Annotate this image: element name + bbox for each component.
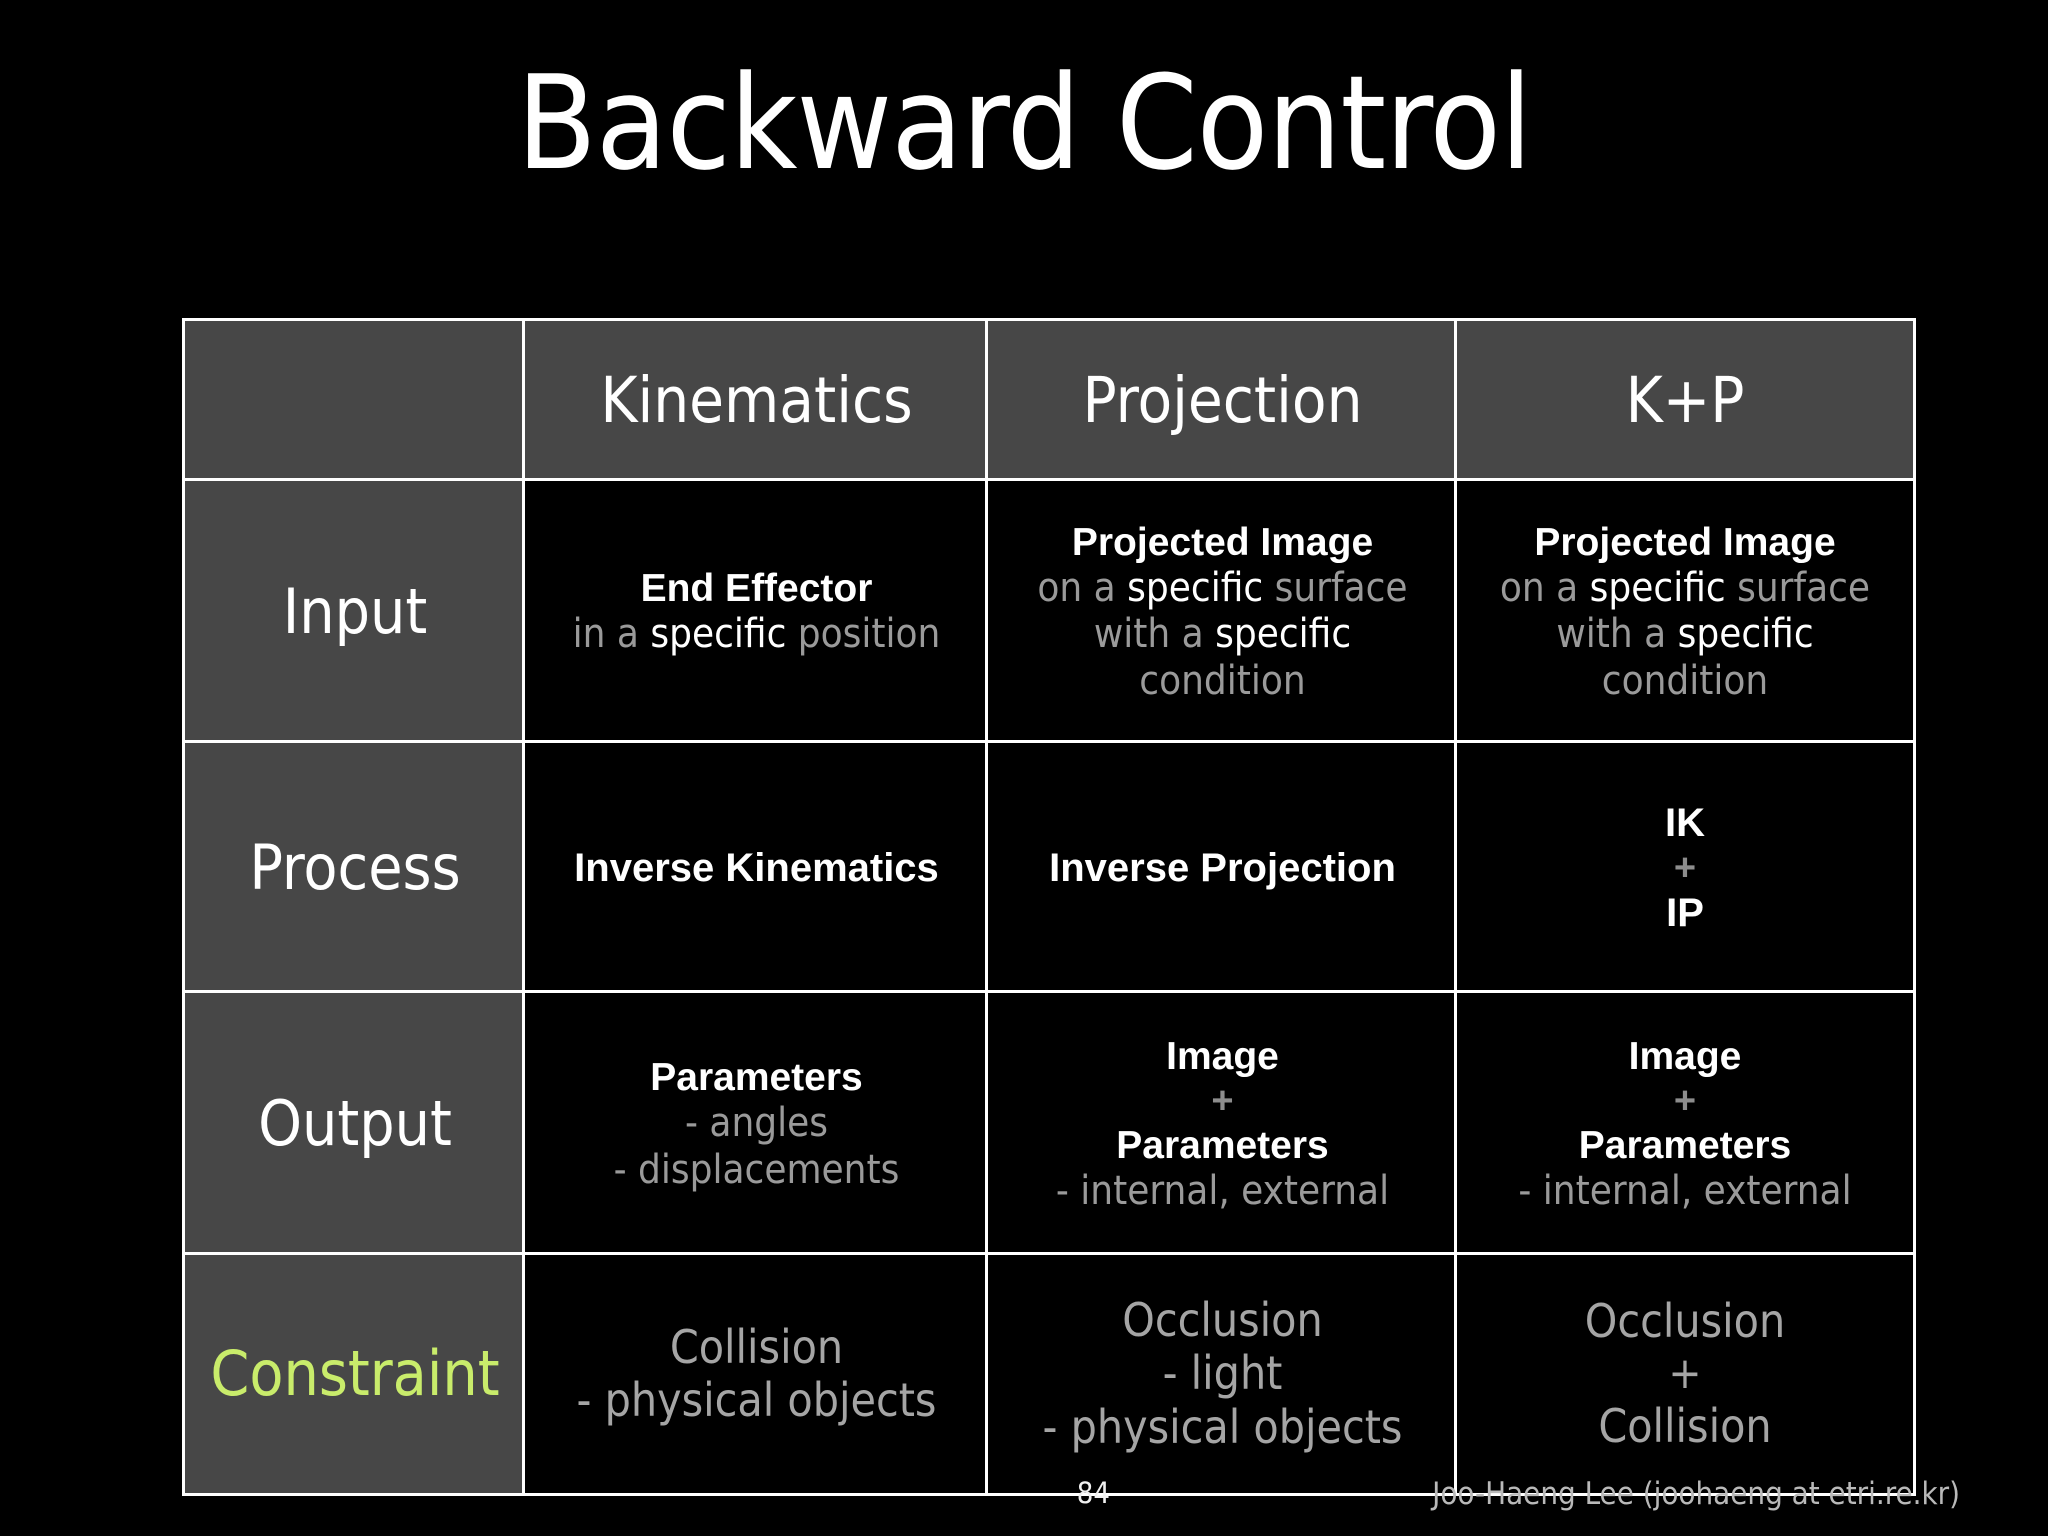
cell-line-quaternary: - internal, external	[1055, 1168, 1390, 1215]
cell-line-secondary: - angles	[684, 1100, 829, 1147]
cell-line-primary: Image	[1628, 1034, 1742, 1078]
cell-line-primary: End Effector	[640, 567, 873, 611]
cell-constraint-projection: Occlusion - light - physical objects	[988, 1255, 1457, 1493]
page-number: 84	[1076, 1476, 1110, 1510]
row-label-output: Output	[185, 993, 525, 1255]
cell-constraint-kinematics: Collision - physical objects	[525, 1255, 988, 1493]
cell-process-kinematics: Inverse Kinematics	[525, 743, 988, 993]
cell-line-primary: Occlusion	[1584, 1294, 1786, 1349]
cell-line-secondary: in a specific position	[535, 611, 978, 657]
cell-line-operator: +	[1211, 1079, 1234, 1122]
row-label-text: Output	[258, 1087, 452, 1161]
cell-text-fragment: position	[786, 611, 941, 658]
cell-text-fragment: in a	[572, 611, 651, 658]
cell-output-kinematics: Parameters - angles - displacements	[525, 993, 988, 1255]
cell-line-quaternary: condition	[1139, 657, 1306, 704]
page-title: Backward Control	[516, 47, 1533, 199]
cell-text-fragment: surface	[1263, 565, 1408, 612]
cell-text-fragment: surface	[1725, 565, 1871, 612]
cell-line-primary: Image	[1166, 1034, 1279, 1078]
cell-line-secondary: on a specific surface	[1467, 565, 1903, 611]
cell-line-secondary: - light	[1162, 1346, 1283, 1401]
cell-line-primary: Inverse Kinematics	[574, 845, 939, 890]
table-row-input: Input End Effector in a specific positio…	[185, 481, 1913, 743]
cell-line-operator: +	[1668, 1348, 1702, 1400]
cell-line-tertiary: - physical objects	[1042, 1399, 1403, 1454]
table-corner-cell	[185, 321, 525, 481]
cell-line-tertiary: IP	[1666, 891, 1704, 936]
row-label-text: Process	[249, 831, 461, 905]
row-label-text: Input	[282, 575, 428, 649]
cell-text-emphasis: specific	[1589, 565, 1726, 612]
cell-constraint-kp: Occlusion + Collision	[1457, 1255, 1913, 1493]
cell-line-tertiary: with a specific	[998, 611, 1447, 657]
column-header-label: Kinematics	[600, 363, 913, 437]
cell-line-tertiary: with a specific	[1467, 611, 1903, 657]
column-header-label: Projection	[1082, 363, 1363, 437]
table-row-constraint: Constraint Collision - physical objects …	[185, 1255, 1913, 1493]
cell-text-emphasis: specific	[1215, 611, 1352, 658]
cell-line-tertiary: Collision	[1598, 1398, 1772, 1453]
cell-line-secondary: - physical objects	[576, 1373, 937, 1427]
table-row-process: Process Inverse Kinematics Inverse Proje…	[185, 743, 1913, 993]
cell-text-fragment: with a	[1093, 611, 1216, 658]
cell-text-fragment: on a	[1499, 565, 1590, 612]
cell-input-projection: Projected Image on a specific surface wi…	[988, 481, 1457, 743]
cell-line-primary: Occlusion	[1122, 1292, 1323, 1347]
cell-line-operator: +	[1673, 1079, 1697, 1122]
cell-line-secondary: on a specific surface	[998, 565, 1447, 611]
row-label-constraint: Constraint	[185, 1255, 525, 1493]
cell-line-primary: Parameters	[650, 1055, 863, 1099]
cell-input-kp: Projected Image on a specific surface wi…	[1457, 481, 1913, 743]
table-header-row: Kinematics Projection K+P	[185, 321, 1913, 481]
author-credit: Joo-Haeng Lee (joohaeng at etri.re.kr)	[1432, 1476, 1960, 1512]
cell-line-operator: +	[1673, 846, 1697, 889]
cell-line-tertiary: Parameters	[1578, 1123, 1792, 1167]
cell-line-primary: IK	[1665, 800, 1705, 845]
cell-output-projection: Image + Parameters - internal, external	[988, 993, 1457, 1255]
cell-input-kinematics: End Effector in a specific position	[525, 481, 988, 743]
cell-process-projection: Inverse Projection	[988, 743, 1457, 993]
column-header-label: K+P	[1625, 363, 1745, 437]
cell-process-kp: IK + IP	[1457, 743, 1913, 993]
cell-line-primary: Inverse Projection	[1049, 845, 1396, 890]
cell-line-primary: Projected Image	[1071, 520, 1374, 564]
cell-text-fragment: on a	[1037, 565, 1128, 612]
column-header-kinematics: Kinematics	[525, 321, 988, 481]
cell-line-primary: Projected Image	[1534, 520, 1836, 564]
comparison-table: Kinematics Projection K+P Input End Effe…	[182, 318, 1916, 1496]
column-header-kp: K+P	[1457, 321, 1913, 481]
cell-line-primary: Collision	[669, 1319, 844, 1374]
row-label-process: Process	[185, 743, 525, 993]
column-header-projection: Projection	[988, 321, 1457, 481]
table-row-output: Output Parameters - angles - displacemen…	[185, 993, 1913, 1255]
cell-line-tertiary: - displacements	[613, 1146, 900, 1193]
cell-line-quaternary: - internal, external	[1518, 1168, 1852, 1215]
cell-text-emphasis: specific	[1127, 565, 1264, 612]
row-label-text: Constraint	[210, 1337, 500, 1411]
cell-text-emphasis: specific	[1677, 611, 1814, 658]
row-label-input: Input	[185, 481, 525, 743]
cell-text-emphasis: specific	[650, 611, 787, 658]
cell-text-fragment: with a	[1556, 611, 1678, 658]
cell-line-tertiary: Parameters	[1116, 1123, 1329, 1167]
cell-line-quaternary: condition	[1601, 657, 1769, 704]
cell-output-kp: Image + Parameters - internal, external	[1457, 993, 1913, 1255]
